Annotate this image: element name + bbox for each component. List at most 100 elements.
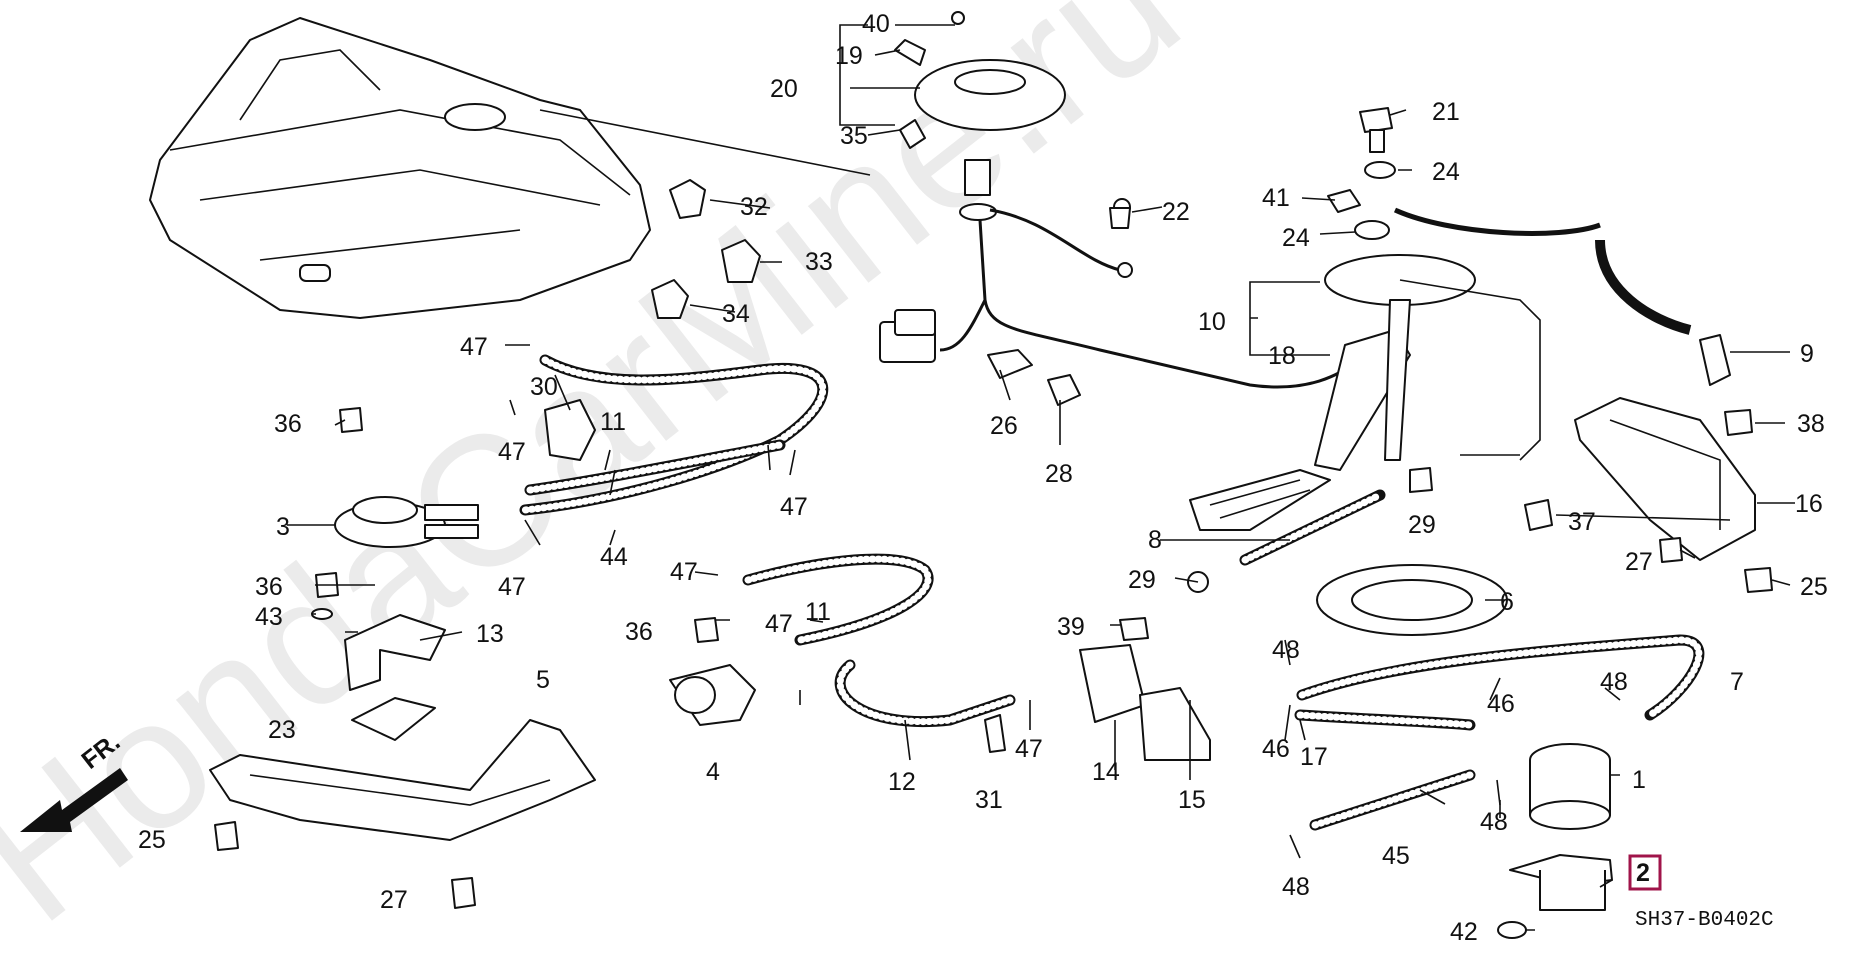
callout-25-left: 25 xyxy=(138,826,166,854)
callout-34: 34 xyxy=(722,300,750,328)
callout-43: 43 xyxy=(255,603,283,631)
callout-47e: 47 xyxy=(670,558,698,586)
callout-48a: 48 xyxy=(1272,636,1300,664)
callout-26: 26 xyxy=(990,412,1018,440)
callout-47d: 47 xyxy=(498,573,526,601)
hose-11a xyxy=(524,439,786,496)
callout-40: 40 xyxy=(862,10,890,38)
hose-44-upper xyxy=(519,354,829,516)
callout-31: 31 xyxy=(975,786,1003,814)
callout-6: 6 xyxy=(1500,588,1514,616)
bolt-37 xyxy=(1524,499,1553,531)
callout-47b: 47 xyxy=(498,438,526,466)
callout-11a: 11 xyxy=(600,408,626,436)
gasket-6 xyxy=(1316,564,1508,636)
callout-20: 20 xyxy=(770,75,798,103)
hose-11b xyxy=(742,553,934,646)
diagram-code: SH37-B0402C xyxy=(1635,909,1774,932)
callout-47c: 47 xyxy=(780,493,808,521)
fuel-pump-assembly xyxy=(1189,254,1541,531)
callout-30: 30 xyxy=(530,373,558,401)
hose-45 xyxy=(1309,769,1476,831)
callout-23: 23 xyxy=(268,716,296,744)
bolt-36c xyxy=(694,617,719,643)
callout-1: 1 xyxy=(1632,766,1646,794)
bolt-21 xyxy=(1359,107,1393,153)
callout-28: 28 xyxy=(1045,460,1073,488)
callout-25-right: 25 xyxy=(1800,573,1828,601)
callout-48c: 48 xyxy=(1480,808,1508,836)
bracket-5 xyxy=(209,719,596,841)
callout-16: 16 xyxy=(1795,490,1823,518)
hose-17 xyxy=(1294,709,1476,731)
callout-36b: 36 xyxy=(255,573,283,601)
callout-47a: 47 xyxy=(460,333,488,361)
hose-9 xyxy=(1393,207,1731,386)
callout-45: 45 xyxy=(1382,842,1410,870)
callout-13: 13 xyxy=(476,620,504,648)
callout-47f: 47 xyxy=(765,610,793,638)
callout-37: 37 xyxy=(1568,508,1596,536)
callout-18: 18 xyxy=(1268,342,1296,370)
callout-42: 42 xyxy=(1450,918,1478,946)
front-direction-arrow-icon xyxy=(20,768,128,832)
bolt-36a xyxy=(339,407,363,433)
clip-34 xyxy=(651,279,689,319)
callout-19: 19 xyxy=(835,42,863,70)
callout-2-highlighted: 2 xyxy=(1636,859,1650,887)
clip-30 xyxy=(544,399,596,461)
bracket-13 xyxy=(344,614,446,691)
highlight-box xyxy=(1628,854,1662,891)
nut-41 xyxy=(1327,189,1361,213)
callout-27-right: 27 xyxy=(1625,548,1653,576)
bolt-39 xyxy=(1119,617,1149,641)
callout-29a: 29 xyxy=(1408,511,1436,539)
connector-26 xyxy=(987,349,1033,379)
wire-harness xyxy=(879,159,1361,389)
callout-33: 33 xyxy=(805,248,833,276)
callout-9: 9 xyxy=(1800,340,1814,368)
callout-3: 3 xyxy=(276,513,290,541)
bracket-15 xyxy=(1139,687,1211,761)
clamp-2 xyxy=(1509,854,1613,911)
callout-36a: 36 xyxy=(274,410,302,438)
clip-25-left xyxy=(214,821,239,851)
washer-24a xyxy=(1364,161,1396,179)
clip-25-right xyxy=(1744,567,1773,593)
bracket-23 xyxy=(351,697,436,741)
callout-labels: 40 19 20 35 32 33 34 21 24 41 24 22 10 1… xyxy=(138,10,1828,946)
callout-32: 32 xyxy=(740,193,768,221)
canister-3 xyxy=(334,496,479,548)
callout-24a: 24 xyxy=(1432,158,1460,186)
bolt-27-left xyxy=(451,877,476,909)
clip-32 xyxy=(669,179,706,219)
sensor-14 xyxy=(1079,644,1146,723)
callout-22: 22 xyxy=(1162,198,1190,226)
callout-11b: 11 xyxy=(805,598,831,626)
hose-8 xyxy=(1239,489,1386,566)
callout-24b: 24 xyxy=(1282,224,1310,252)
callout-17: 17 xyxy=(1300,743,1328,771)
leader-lines xyxy=(287,24,1795,931)
callout-14: 14 xyxy=(1092,758,1120,786)
valve-4 xyxy=(669,664,756,726)
callout-46a: 46 xyxy=(1487,690,1515,718)
callout-21: 21 xyxy=(1432,98,1460,126)
callout-41: 41 xyxy=(1262,184,1290,212)
callout-35: 35 xyxy=(840,122,868,150)
clamp-29a xyxy=(1409,467,1433,493)
part-20-cover-plate xyxy=(894,11,1066,149)
clip-31 xyxy=(984,714,1006,753)
callout-29b: 29 xyxy=(1128,566,1156,594)
callout-8: 8 xyxy=(1148,526,1162,554)
clamp-28 xyxy=(1047,374,1081,406)
callout-12: 12 xyxy=(888,768,916,796)
callout-15: 15 xyxy=(1178,786,1206,814)
bolt-38 xyxy=(1724,409,1753,436)
callout-36c: 36 xyxy=(625,618,653,646)
washer-24b xyxy=(1354,220,1390,240)
callout-10: 10 xyxy=(1198,308,1226,336)
clip-33 xyxy=(721,239,761,283)
callout-44: 44 xyxy=(600,543,628,571)
